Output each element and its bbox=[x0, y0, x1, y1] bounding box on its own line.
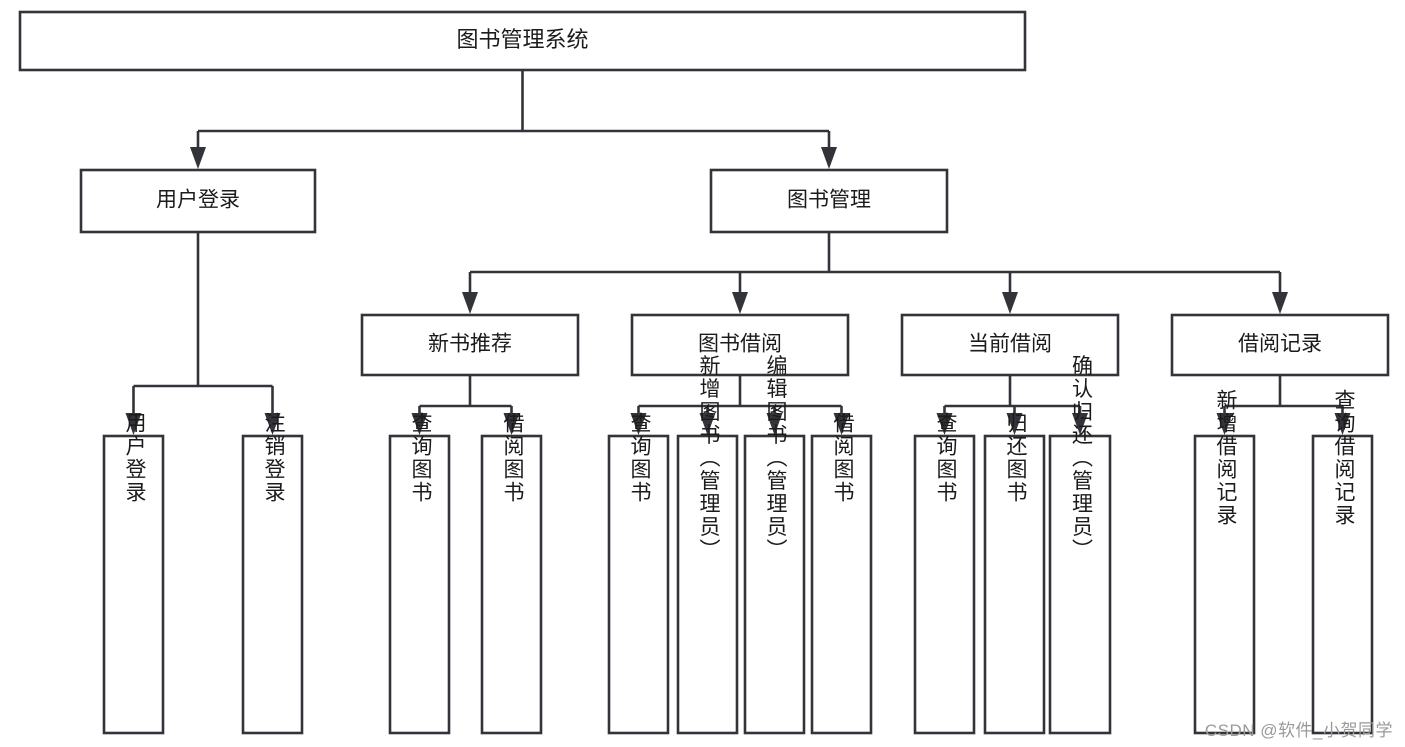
arrow-head-icon bbox=[1072, 413, 1088, 435]
node-leaf-logout-login-label: 注销登录 bbox=[262, 412, 286, 504]
node-leaf-user-login-box[interactable] bbox=[102, 434, 165, 735]
node-user-login[interactable]: 用户登录 bbox=[79, 168, 317, 234]
node-leaf-confirm-return[interactable]: 确认归还（管理员） bbox=[1048, 355, 1112, 735]
node-leaf-query-book-1[interactable]: 查询图书 bbox=[388, 412, 451, 735]
node-root-root-label: 图书管理系统 bbox=[456, 27, 588, 52]
node-leaf-add-record-label: 新增借阅记录 bbox=[1214, 389, 1238, 527]
node-borrow-record[interactable]: 借阅记录 bbox=[1170, 313, 1390, 377]
node-leaf-borrow-book-1-label: 借阅图书 bbox=[501, 412, 525, 504]
node-leaf-borrow-book-2-box[interactable] bbox=[810, 434, 873, 735]
node-new-book-recommend-label: 新书推荐 bbox=[428, 333, 512, 356]
arrow-head-icon bbox=[1002, 292, 1018, 314]
arrow-head-icon bbox=[732, 292, 748, 314]
arrow-head-icon bbox=[1006, 413, 1023, 435]
arrow-head-icon bbox=[936, 413, 953, 435]
node-leaf-query-book-2-label: 查询图书 bbox=[628, 412, 652, 504]
node-current-borrow-box[interactable] bbox=[900, 313, 1120, 377]
node-leaf-borrow-book-1[interactable]: 借阅图书 bbox=[480, 412, 543, 735]
node-current-borrow-label: 当前借阅 bbox=[968, 333, 1052, 356]
node-book-manage[interactable]: 图书管理 bbox=[709, 168, 949, 234]
node-leaf-return-book-box[interactable] bbox=[983, 434, 1046, 735]
node-leaf-edit-book[interactable]: 编辑图书（管理员） bbox=[743, 355, 806, 735]
node-book-borrow[interactable]: 图书借阅 bbox=[630, 313, 850, 377]
node-leaf-query-record-label: 查询借阅记录 bbox=[1332, 389, 1356, 527]
node-user-login-label: 用户登录 bbox=[156, 189, 240, 212]
node-leaf-query-book-1-label: 查询图书 bbox=[409, 412, 433, 504]
node-new-book-recommend-box[interactable] bbox=[360, 313, 580, 377]
node-leaf-edit-book-label: 编辑图书（管理员） bbox=[764, 355, 788, 562]
node-leaf-return-book[interactable]: 归还图书 bbox=[983, 412, 1046, 735]
node-borrow-record-label: 借阅记录 bbox=[1238, 333, 1322, 356]
arrow-head-icon bbox=[264, 413, 281, 435]
node-leaf-add-record[interactable]: 新增借阅记录 bbox=[1193, 389, 1256, 735]
watermark-text: CSDN @软件_小贺同学 bbox=[1204, 721, 1393, 740]
arrow-head-icon bbox=[1334, 413, 1351, 435]
node-leaf-add-book-box[interactable] bbox=[676, 434, 739, 735]
node-leaf-borrow-book-2-label: 借阅图书 bbox=[831, 412, 855, 504]
arrow-head-icon bbox=[821, 147, 837, 169]
node-user-login-box[interactable] bbox=[79, 168, 317, 234]
node-leaf-query-book-2-box[interactable] bbox=[607, 434, 670, 735]
node-leaf-query-record[interactable]: 查询借阅记录 bbox=[1311, 389, 1374, 735]
node-leaf-query-book-3[interactable]: 查询图书 bbox=[913, 412, 976, 735]
node-book-borrow-label: 图书借阅 bbox=[698, 333, 782, 356]
arrow-head-icon bbox=[411, 413, 428, 435]
node-leaf-add-book[interactable]: 新增图书（管理员） bbox=[676, 355, 739, 735]
arrow-head-icon bbox=[462, 292, 478, 314]
arrow-head-icon bbox=[125, 413, 142, 435]
node-leaf-query-record-box[interactable] bbox=[1311, 434, 1374, 735]
node-leaf-query-book-2[interactable]: 查询图书 bbox=[607, 412, 670, 735]
node-leaf-borrow-book-1-box[interactable] bbox=[480, 434, 543, 735]
node-leaf-query-book-3-box[interactable] bbox=[913, 434, 976, 735]
arrow-head-icon bbox=[833, 413, 850, 435]
node-current-borrow[interactable]: 当前借阅 bbox=[900, 313, 1120, 377]
node-leaf-query-book-1-box[interactable] bbox=[388, 434, 451, 735]
arrow-head-icon bbox=[766, 413, 783, 435]
node-leaf-confirm-return-box[interactable] bbox=[1048, 434, 1112, 735]
node-leaf-confirm-return-label: 确认归还（管理员） bbox=[1069, 355, 1093, 562]
node-leaf-add-book-label: 新增图书（管理员） bbox=[697, 355, 721, 562]
arrow-head-icon bbox=[1272, 292, 1288, 314]
node-leaf-edit-book-box[interactable] bbox=[743, 434, 806, 735]
node-leaf-borrow-book-2[interactable]: 借阅图书 bbox=[810, 412, 873, 735]
node-leaf-return-book-label: 归还图书 bbox=[1004, 412, 1028, 504]
nodes-layer: 图书管理系统用户登录图书管理新书推荐图书借阅当前借阅借阅记录用户登录注销登录查询… bbox=[18, 10, 1390, 735]
node-leaf-query-book-3-label: 查询图书 bbox=[934, 412, 958, 504]
node-book-borrow-box[interactable] bbox=[630, 313, 850, 377]
node-book-manage-box[interactable] bbox=[709, 168, 949, 234]
node-leaf-add-record-box[interactable] bbox=[1193, 434, 1256, 735]
connectors-layer bbox=[125, 70, 1351, 435]
node-leaf-user-login-label: 用户登录 bbox=[123, 412, 147, 504]
arrow-head-icon bbox=[190, 147, 206, 169]
node-root-root[interactable]: 图书管理系统 bbox=[18, 10, 1027, 72]
node-leaf-logout-login[interactable]: 注销登录 bbox=[241, 412, 304, 735]
node-leaf-logout-login-box[interactable] bbox=[241, 434, 304, 735]
node-root-root-box[interactable] bbox=[18, 10, 1027, 72]
node-borrow-record-box[interactable] bbox=[1170, 313, 1390, 377]
node-new-book-recommend[interactable]: 新书推荐 bbox=[360, 313, 580, 377]
arrow-head-icon bbox=[503, 413, 520, 435]
arrow-head-icon bbox=[630, 413, 647, 435]
node-leaf-user-login[interactable]: 用户登录 bbox=[102, 412, 165, 735]
node-book-manage-label: 图书管理 bbox=[787, 189, 871, 212]
arrow-head-icon bbox=[699, 413, 716, 435]
arrow-head-icon bbox=[1216, 413, 1233, 435]
